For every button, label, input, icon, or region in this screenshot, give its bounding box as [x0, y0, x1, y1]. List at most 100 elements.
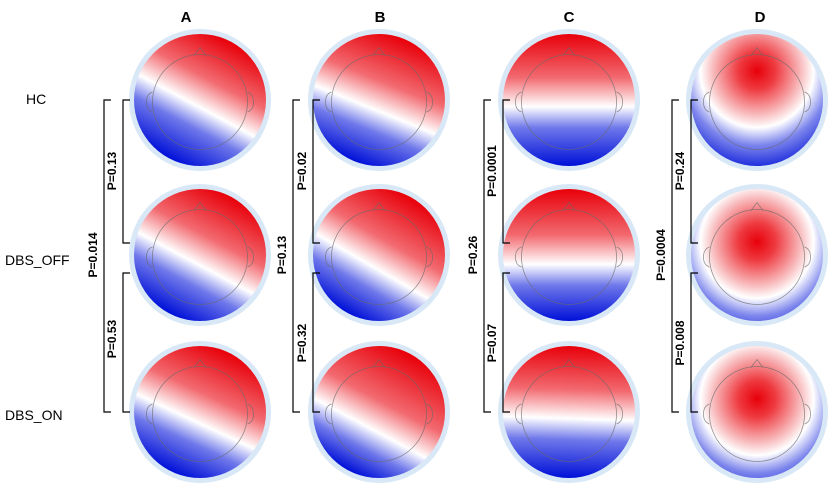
p-value-d-hc-dbs-off: P=0.24: [673, 151, 687, 190]
topography-map: [129, 184, 271, 326]
map-disc: [503, 34, 635, 166]
topography-map: [686, 184, 828, 326]
head-ear-right: [616, 403, 623, 425]
topography-map: [498, 29, 640, 171]
head-ear-left: [325, 91, 332, 113]
p-value-d-hc-dbs-on: P=0.0004: [654, 229, 668, 281]
map-disc: [313, 34, 445, 166]
head-outline: [152, 209, 248, 305]
head-nose: [193, 201, 207, 211]
map-disc: [134, 34, 266, 166]
bracket-hc-dbs-off: [312, 99, 320, 244]
head-ear-left: [515, 91, 522, 113]
map-disc: [691, 189, 823, 321]
map-disc: [691, 346, 823, 478]
p-value-c-hc-dbs-on: P=0.26: [466, 235, 480, 274]
topography-map: [129, 29, 271, 171]
map-disc: [313, 189, 445, 321]
head-ear-left: [325, 403, 332, 425]
head-ear-right: [426, 246, 433, 268]
head-nose: [750, 358, 764, 368]
bracket-hc-dbs-off: [502, 99, 510, 244]
head-outline: [709, 209, 805, 305]
column-label-d: D: [755, 9, 766, 26]
topography-map: [308, 29, 450, 171]
head-nose: [193, 358, 207, 368]
head-outline: [152, 366, 248, 462]
map-disc: [313, 346, 445, 478]
topography-map: [686, 341, 828, 483]
bracket-dbs-off-dbs-on: [690, 272, 698, 413]
bracket-hc-dbs-on: [103, 99, 111, 413]
head-outline: [521, 366, 617, 462]
p-value-c-dbs-off-dbs-on: P=0.07: [485, 323, 499, 362]
map-disc: [503, 189, 635, 321]
head-ear-left: [325, 246, 332, 268]
head-ear-left: [146, 246, 153, 268]
topography-map: [686, 29, 828, 171]
column-label-c: C: [564, 9, 575, 26]
map-disc: [691, 34, 823, 166]
p-value-a-hc-dbs-off: P=0.13: [105, 151, 119, 190]
head-ear-left: [146, 91, 153, 113]
head-ear-right: [616, 91, 623, 113]
row-label-dbs-on: DBS_ON: [5, 407, 63, 423]
row-label-hc: HC: [26, 91, 46, 107]
head-ear-right: [247, 403, 254, 425]
head-nose: [372, 358, 386, 368]
head-nose: [372, 201, 386, 211]
head-ear-left: [146, 403, 153, 425]
head-ear-left: [515, 246, 522, 268]
p-value-a-hc-dbs-on: P=0.014: [86, 232, 100, 277]
head-outline: [331, 54, 427, 150]
significance-brackets: [103, 99, 698, 413]
head-nose: [562, 46, 576, 56]
head-outline: [709, 54, 805, 150]
head-ear-right: [247, 246, 254, 268]
bracket-dbs-off-dbs-on: [312, 272, 320, 413]
topography-map: [498, 341, 640, 483]
p-value-b-hc-dbs-off: P=0.02: [295, 151, 309, 190]
p-value-b-dbs-off-dbs-on: P=0.32: [295, 323, 309, 362]
head-outline: [521, 209, 617, 305]
topography-map: [308, 184, 450, 326]
head-ear-left: [703, 403, 710, 425]
head-ear-right: [804, 91, 811, 113]
head-nose: [372, 46, 386, 56]
p-value-a-dbs-off-dbs-on: P=0.53: [105, 319, 119, 358]
head-ear-left: [703, 91, 710, 113]
topography-map: [308, 341, 450, 483]
bracket-hc-dbs-off: [122, 99, 130, 244]
head-ear-right: [426, 91, 433, 113]
bracket-dbs-off-dbs-on: [122, 272, 130, 413]
head-ear-right: [804, 246, 811, 268]
topography-maps: [129, 29, 828, 483]
map-disc: [134, 189, 266, 321]
column-label-b: B: [375, 9, 386, 26]
head-outline: [521, 54, 617, 150]
head-ear-right: [426, 403, 433, 425]
topography-map: [129, 341, 271, 483]
head-nose: [562, 358, 576, 368]
map-disc: [503, 346, 635, 478]
p-value-d-dbs-off-dbs-on: P=0.008: [673, 320, 687, 365]
bracket-dbs-off-dbs-on: [502, 272, 510, 413]
row-label-dbs-off: DBS_OFF: [5, 252, 70, 268]
bracket-hc-dbs-on: [483, 99, 491, 413]
head-nose: [750, 201, 764, 211]
p-value-b-hc-dbs-on: P=0.13: [275, 235, 289, 274]
head-outline: [331, 209, 427, 305]
bracket-hc-dbs-on: [292, 99, 300, 413]
head-ear-right: [616, 246, 623, 268]
p-values: P=0.13 P=0.53 P=0.014 P=0.02 P=0.32 P=0.…: [86, 145, 687, 366]
head-nose: [750, 46, 764, 56]
map-disc: [134, 346, 266, 478]
head-ear-left: [515, 403, 522, 425]
head-ear-right: [247, 91, 254, 113]
column-label-a: A: [181, 9, 192, 26]
bracket-hc-dbs-off: [690, 99, 698, 244]
head-nose: [193, 46, 207, 56]
head-outline: [331, 366, 427, 462]
topography-map: [498, 184, 640, 326]
